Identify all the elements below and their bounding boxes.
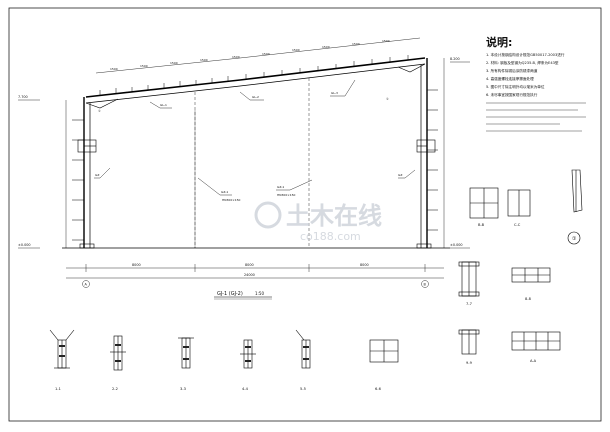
label-4-4: 4-4	[242, 387, 249, 391]
svg-text:8000: 8000	[132, 263, 141, 267]
svg-text:±0.000: ±0.000	[18, 243, 31, 247]
frame-scale: 1:50	[255, 291, 264, 296]
svg-text:①: ①	[98, 109, 101, 113]
note-line-5: 5. 图中尺寸除注明外均以毫米为单位	[486, 84, 545, 89]
svg-text:①: ①	[386, 97, 389, 101]
label-8-8: 8-8	[525, 297, 532, 301]
svg-text:GZ: GZ	[398, 173, 402, 177]
notes-title: 说明:	[486, 35, 512, 49]
svg-text:1500: 1500	[170, 61, 178, 65]
label-a-a: A-A	[530, 359, 537, 363]
design-notes: 说明: 1. 本设计按钢结构设计规范GB50017-2003进行 2. 材料: …	[486, 35, 586, 132]
portal-frame-elevation: 1500 1500 1500 1500 1500 1500 1500 1500 1500 1…	[18, 37, 470, 288]
svg-text:8.200: 8.200	[450, 57, 460, 61]
svg-text:1500: 1500	[352, 42, 360, 46]
svg-text:8000: 8000	[360, 263, 369, 267]
note-line-3: 3. 所有构件除锈后涂防锈漆两道	[486, 68, 538, 73]
svg-text:±0.000: ±0.000	[450, 243, 463, 247]
watermark: 土木在线 co188.com	[254, 201, 382, 243]
svg-text:GL-1: GL-1	[160, 103, 167, 107]
svg-text:1500: 1500	[322, 45, 330, 49]
svg-text:8000: 8000	[245, 263, 254, 267]
label-1-1: 1-1	[55, 387, 61, 391]
label-c-c: C-C	[514, 223, 521, 227]
note-line-1: 1. 本设计按钢结构设计规范GB50017-2003进行	[486, 52, 565, 57]
label-5-5: 5-5	[300, 387, 306, 391]
note-line-6: 6. 未尽事宜按国家现行规范执行	[486, 92, 538, 97]
watermark-en: co188.com	[300, 230, 361, 243]
svg-text:1500: 1500	[232, 55, 240, 59]
svg-text:HN300×150: HN300×150	[277, 193, 296, 197]
svg-text:GL-2: GL-2	[252, 95, 259, 99]
svg-text:B: B	[424, 283, 427, 287]
section-labels: 1-1 2-2 3-3 4-4 5-5 6-6 7-7 8-8 9-9 A-A …	[55, 223, 537, 391]
svg-text:GL-3: GL-3	[331, 91, 338, 95]
section-details	[49, 329, 399, 371]
svg-text:1500: 1500	[382, 39, 390, 43]
label-9-9: 9-9	[466, 361, 473, 365]
svg-text:GZ-1: GZ-1	[277, 185, 284, 189]
svg-text:1500: 1500	[262, 52, 270, 56]
label-6-6: 6-6	[375, 387, 382, 391]
svg-text:①: ①	[572, 236, 577, 242]
note-line-2: 2. 材料: 钢板及型钢为Q235-B, 焊条为E43型	[486, 60, 559, 65]
svg-text:HN300×150: HN300×150	[222, 198, 241, 202]
label-7-7: 7-7	[466, 302, 472, 306]
note-line-4: 4. 高强度螺栓连接摩擦面处理	[486, 76, 534, 81]
label-3-3: 3-3	[180, 387, 186, 391]
frame-title: GJ-1 (GJ-2)	[217, 291, 243, 297]
svg-text:A: A	[85, 283, 88, 287]
svg-text:1500: 1500	[200, 58, 208, 62]
svg-text:1500: 1500	[110, 67, 118, 71]
label-b-b: B-B	[478, 223, 485, 227]
svg-text:7.700: 7.700	[18, 95, 28, 99]
svg-text:GZ-1: GZ-1	[221, 190, 228, 194]
svg-text:1500: 1500	[140, 64, 148, 68]
svg-text:GZ: GZ	[95, 173, 99, 177]
svg-text:24000: 24000	[244, 273, 255, 277]
svg-text:1500: 1500	[292, 48, 300, 52]
right-details: ①	[458, 169, 583, 355]
watermark-cn: 土木在线	[286, 202, 382, 230]
label-2-2: 2-2	[112, 387, 118, 391]
sheet-border	[8, 7, 602, 422]
weld-marks	[59, 344, 309, 362]
